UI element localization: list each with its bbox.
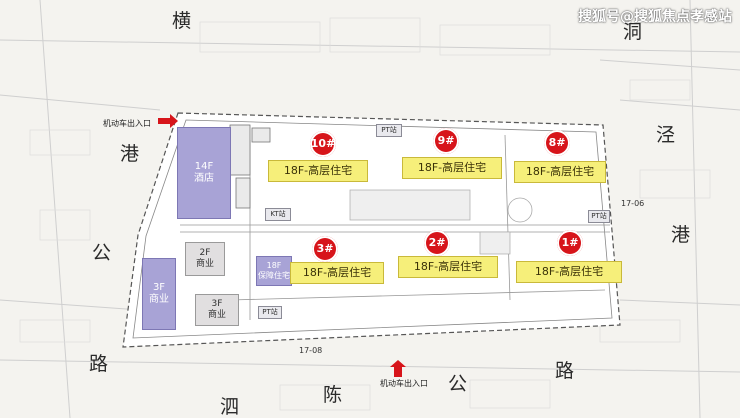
commercial-2f-building: 2F 商业 — [185, 242, 225, 276]
hotel-use: 酒店 — [194, 173, 214, 184]
west-entrance-arrow — [158, 114, 178, 128]
affordable-floors: 18F — [266, 261, 282, 271]
affordable-use: 保障住宅 — [258, 271, 290, 280]
road-label-gang-east: 港 — [671, 224, 691, 246]
road-label-jing: 泾 — [656, 124, 676, 146]
tower-3-label: 18F-高层住宅 — [290, 262, 384, 284]
road-label-gong-west: 公 — [92, 242, 112, 264]
central-plaza — [349, 189, 471, 221]
service-building — [229, 124, 251, 176]
commercial-2f-floors: 2F — [199, 248, 211, 259]
road-label-si: 泗 — [220, 396, 240, 418]
commercial-2f-use: 商业 — [195, 259, 214, 269]
commercial-west-use: 商业 — [149, 294, 169, 305]
commercial-west-building: 3F 商业 — [142, 258, 176, 330]
tower-10-badge: 10# — [310, 131, 336, 157]
tower-10-label: 18F-高层住宅 — [268, 160, 368, 182]
south-entrance-label: 机动车出入口 — [380, 379, 428, 388]
service-building-west — [235, 177, 251, 209]
lot-code-south: 17-08 — [299, 346, 323, 355]
road-label-heng: 横 — [172, 10, 192, 32]
pt-station-north: PT站 — [376, 124, 402, 137]
tower-9-label: 18F-高层住宅 — [402, 157, 502, 179]
tower-3-badge: 3# — [312, 236, 338, 262]
west-entrance-label: 机动车出入口 — [103, 119, 151, 128]
commercial-3f-floors: 3F — [211, 299, 223, 310]
road-label-lu-west: 路 — [89, 353, 109, 375]
tower-1-label: 18F-高层住宅 — [516, 261, 622, 283]
road-label-gang-west: 港 — [120, 143, 140, 165]
south-entrance-arrow — [390, 360, 406, 377]
tower-8-badge: 8# — [544, 130, 570, 156]
lot-code-east: 17-06 — [621, 199, 645, 208]
road-label-chen: 陈 — [323, 384, 343, 406]
tower-9-badge: 9# — [433, 128, 459, 154]
hotel-building: 14F 酒店 — [177, 127, 231, 219]
kt-station: KT站 — [265, 208, 291, 221]
inner-fire-lane — [132, 119, 613, 339]
tower-8-label: 18F-高层住宅 — [514, 161, 606, 183]
tower-2-badge: 2# — [424, 230, 450, 256]
service-building-small — [251, 127, 271, 143]
tower-1-badge: 1# — [557, 230, 583, 256]
affordable-housing-building: 18F 保障住宅 — [256, 256, 292, 286]
commercial-3f-building: 3F 商业 — [195, 294, 239, 326]
road-label-lu-south: 路 — [555, 360, 575, 382]
pt-station-south: PT站 — [258, 306, 282, 319]
commercial-west-floors: 3F — [152, 282, 166, 293]
road-label-dong: 洞 — [623, 21, 643, 43]
landscape-circle — [507, 197, 533, 223]
commercial-3f-use: 商业 — [207, 310, 226, 320]
road-label-gong-south: 公 — [448, 373, 468, 395]
tower-2-label: 18F-高层住宅 — [398, 256, 498, 278]
watermark-text: 搜狐号@搜狐焦点孝感站 — [578, 9, 732, 25]
garage-ramp — [479, 231, 511, 255]
pt-station-east: PT站 — [588, 210, 610, 223]
hotel-floors: 14F — [194, 161, 214, 172]
